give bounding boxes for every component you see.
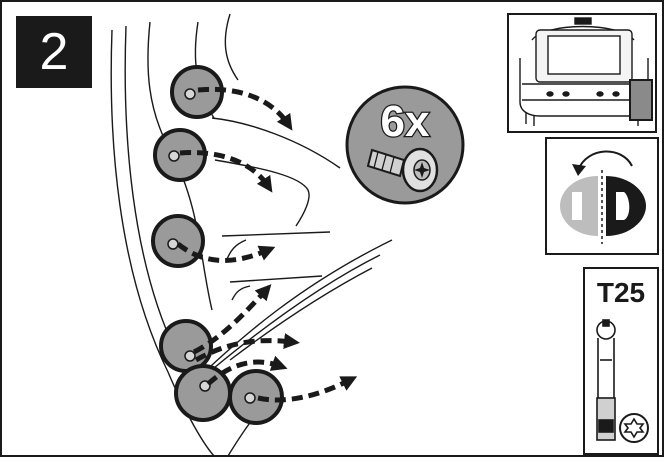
screw-location-3 [153,216,203,266]
screw-location-4 [161,321,211,371]
screw-location-6 [230,371,282,423]
screw-location-1 [172,67,222,117]
torx-size-label: T25 [597,277,645,308]
rotation-panel [546,138,658,254]
screw-count-label: 6x [381,97,430,146]
step-number-badge: 2 [16,16,92,88]
locator-panel [508,14,656,132]
screw-count-callout: 6x [347,87,463,203]
tool-panel: T25 [584,268,658,454]
torx-bit-icon [620,414,648,442]
